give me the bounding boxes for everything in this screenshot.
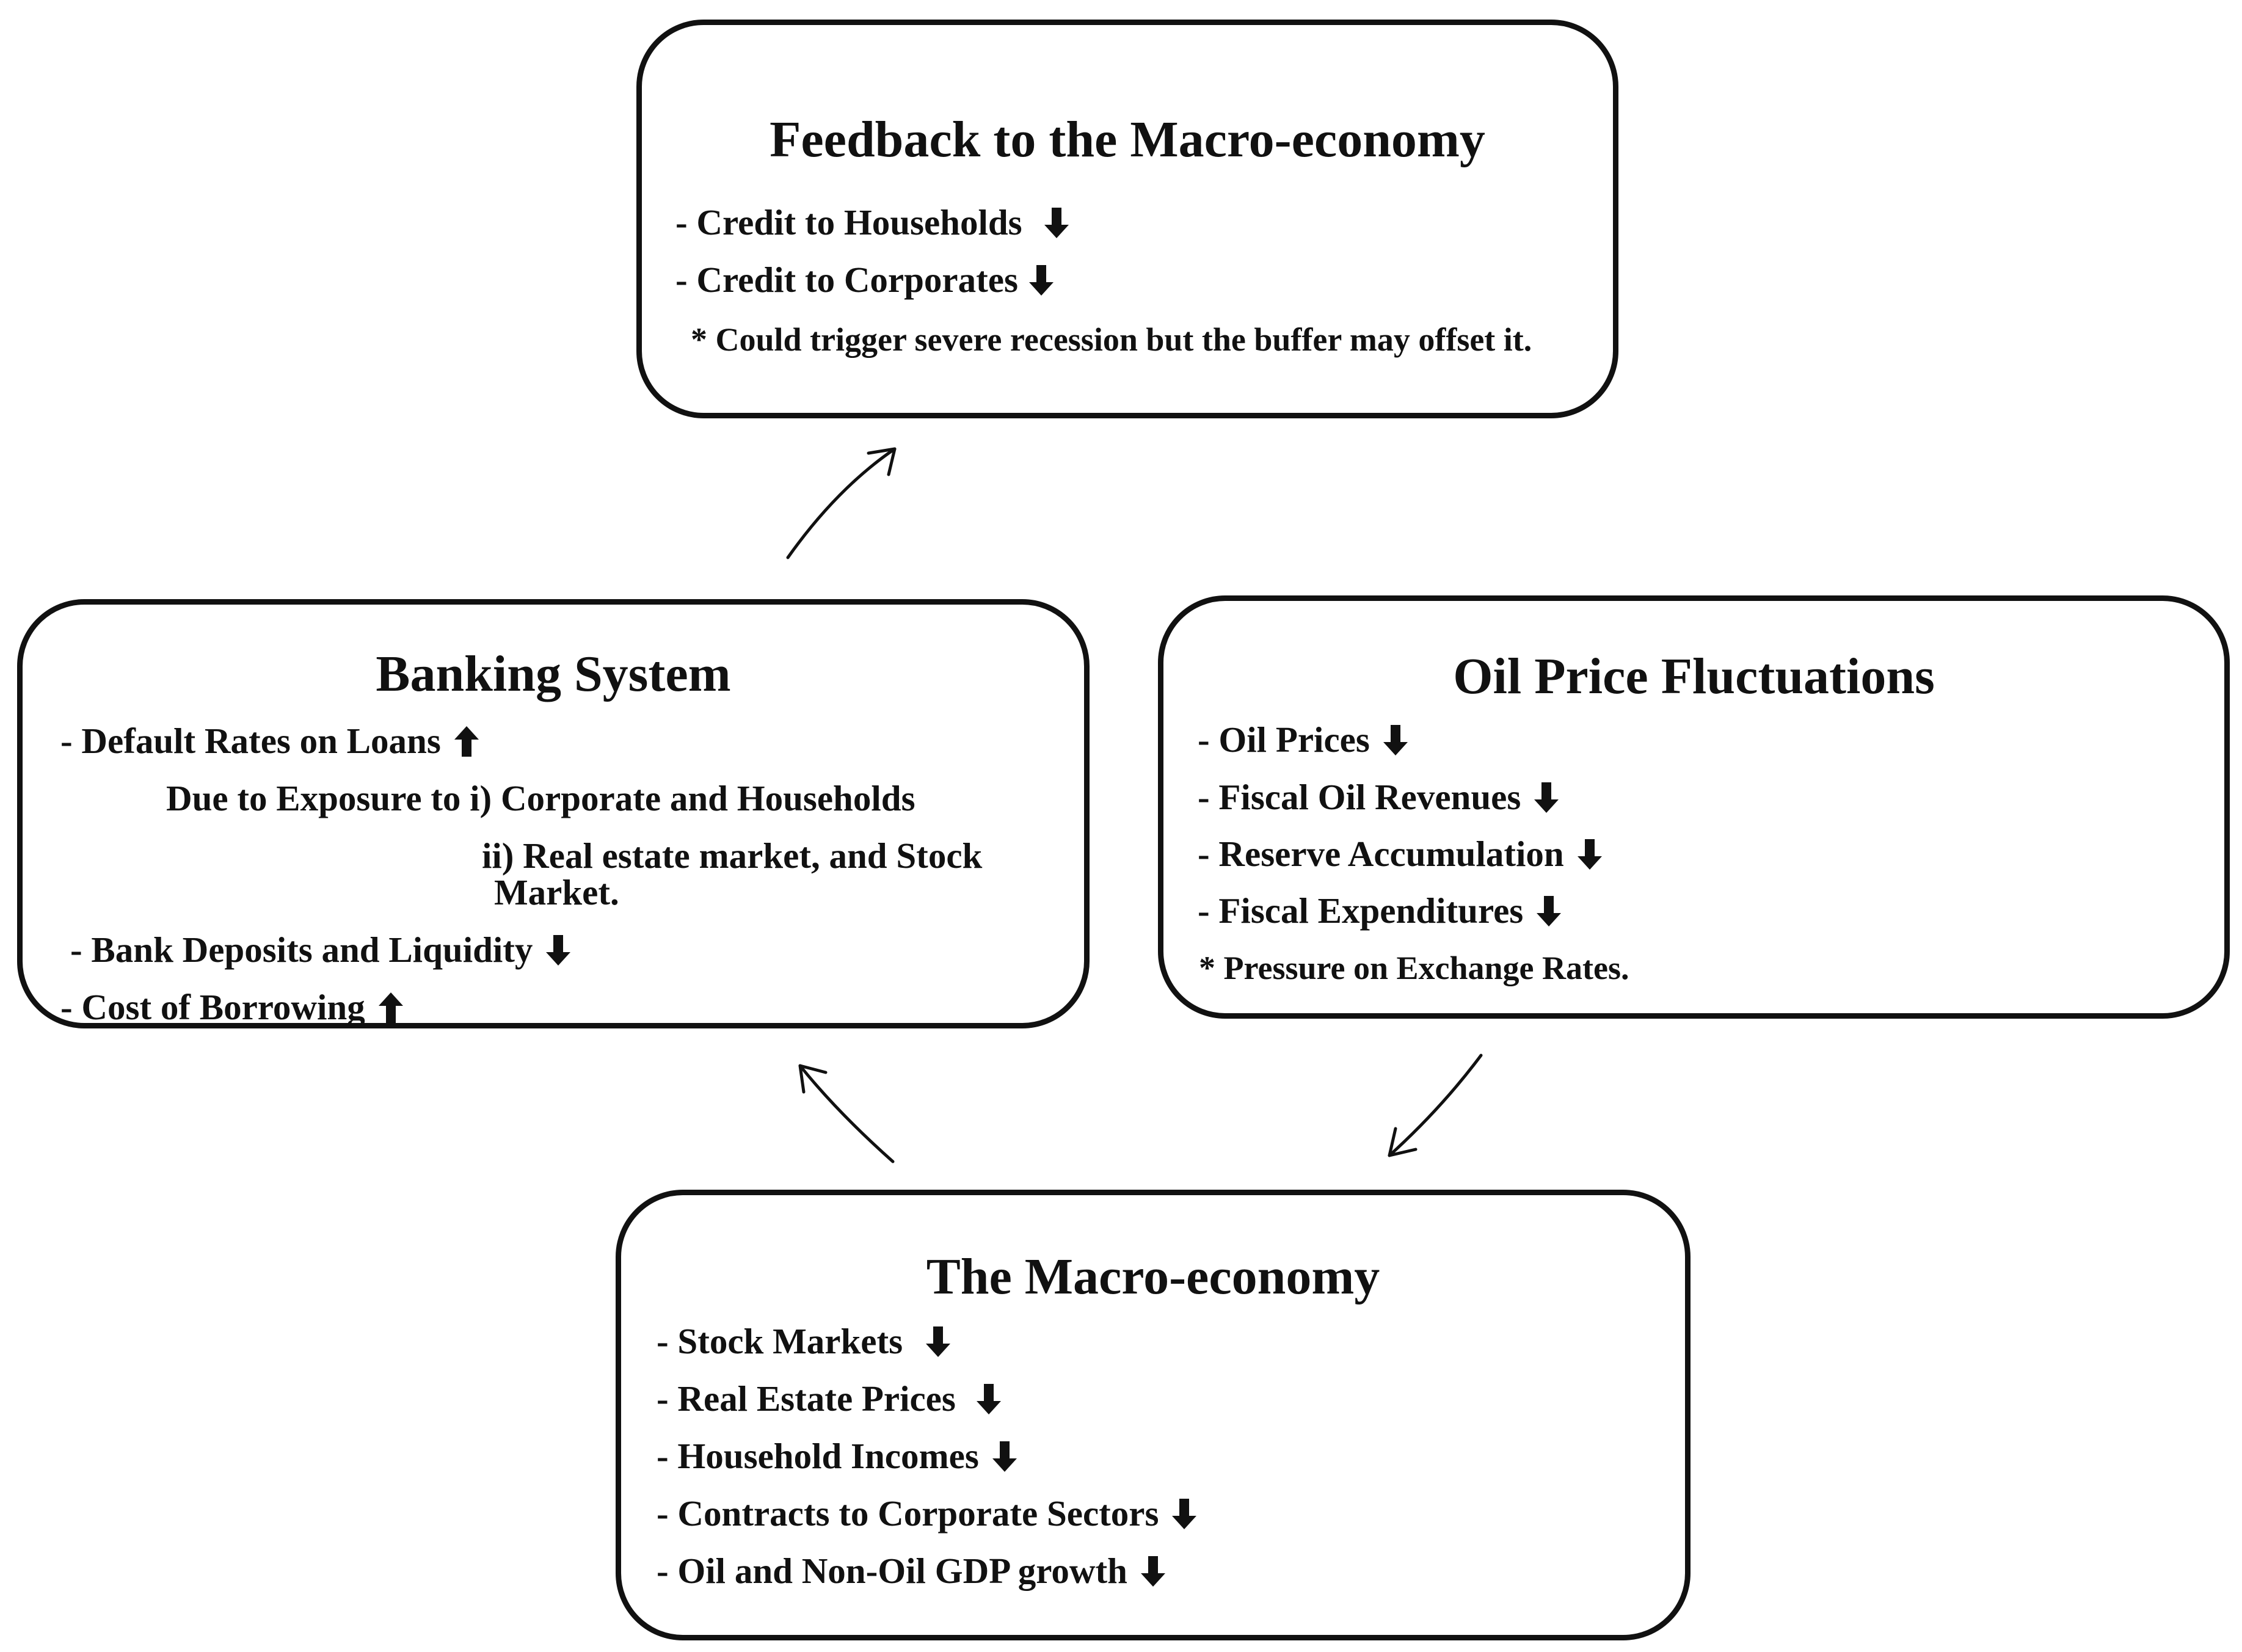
macro-item-contracts: - Contracts to Corporate Sectors <box>657 1496 1199 1532</box>
item-label: - Default Rates on Loans <box>60 721 441 761</box>
banking-item-borrowing: - Cost of Borrowing <box>60 989 406 1025</box>
down-arrow-icon <box>1534 893 1563 929</box>
feedback-item-credit-households: - Credit to Households <box>675 205 1071 241</box>
up-arrow-icon <box>452 724 481 759</box>
oil-node: Oil Price Fluctuations - Oil Prices - Fi… <box>1158 595 2230 1019</box>
item-label: - Household Incomes <box>657 1436 979 1476</box>
item-label: - Fiscal Expenditures <box>1198 890 1524 931</box>
down-arrow-icon <box>1575 837 1604 872</box>
banking-item-default-rates: - Default Rates on Loans <box>60 723 481 759</box>
banking-item-exposure-2: ii) Real estate market, and Stock <box>482 838 982 874</box>
down-arrow-icon <box>1042 205 1071 241</box>
oil-item-reserve-accumulation: - Reserve Accumulation <box>1198 836 1604 872</box>
item-label: Market. <box>494 872 619 912</box>
oil-title: Oil Price Fluctuations <box>1453 648 1935 705</box>
down-arrow-icon <box>1138 1554 1168 1589</box>
feedback-title: Feedback to the Macro-economy <box>770 111 1485 168</box>
item-label: - Fiscal Oil Revenues <box>1198 777 1521 817</box>
down-arrow-icon <box>1027 263 1056 298</box>
down-arrow-icon <box>544 933 573 968</box>
up-arrow-icon <box>376 990 406 1025</box>
item-label: ii) Real estate market, and Stock <box>482 835 983 876</box>
item-label: - Credit to Households <box>675 202 1022 242</box>
macro-title: The Macro-economy <box>926 1248 1380 1305</box>
down-arrow-icon <box>990 1439 1019 1474</box>
item-label: - Contracts to Corporate Sectors <box>657 1493 1159 1534</box>
banking-item-exposure-3: Market. <box>494 875 619 911</box>
down-arrow-icon <box>1381 722 1410 758</box>
feedback-item-credit-corporates: - Credit to Corporates <box>675 262 1056 298</box>
macro-item-real-estate: - Real Estate Prices <box>657 1381 1003 1417</box>
feedback-note: * Could trigger severe recession but the… <box>691 321 1532 358</box>
banking-title: Banking System <box>376 646 731 702</box>
oil-item-oil-prices: - Oil Prices <box>1198 722 1410 758</box>
oil-note: * Pressure on Exchange Rates. <box>1199 950 1629 986</box>
item-label: - Credit to Corporates <box>675 260 1018 300</box>
feedback-node: Feedback to the Macro-economy - Credit t… <box>636 20 1618 418</box>
oil-item-fiscal-revenues: - Fiscal Oil Revenues <box>1198 779 1561 815</box>
item-label: - Oil and Non-Oil GDP growth <box>657 1551 1127 1591</box>
oil-item-fiscal-expenditures: - Fiscal Expenditures <box>1198 893 1563 929</box>
down-arrow-icon <box>923 1324 953 1359</box>
arrow-macro-to-banking <box>798 1064 895 1163</box>
down-arrow-icon <box>1532 780 1561 815</box>
item-label: - Real Estate Prices <box>657 1378 956 1419</box>
banking-node: Banking System - Default Rates on Loans … <box>17 599 1090 1028</box>
macro-item-household-incomes: - Household Incomes <box>657 1438 1019 1474</box>
item-label: - Reserve Accumulation <box>1198 834 1564 874</box>
arrow-oil-to-macro <box>1388 1053 1483 1157</box>
item-label: - Cost of Borrowing <box>60 987 365 1027</box>
item-label: - Stock Markets <box>657 1321 903 1361</box>
banking-item-exposure-1: Due to Exposure to i) Corporate and Hous… <box>166 781 915 817</box>
macro-item-gdp-growth: - Oil and Non-Oil GDP growth <box>657 1553 1168 1589</box>
item-label: - Bank Deposits and Liquidity <box>70 930 533 970</box>
banking-item-deposits: - Bank Deposits and Liquidity <box>70 932 573 968</box>
arrow-banking-to-feedback <box>786 447 897 559</box>
down-arrow-icon <box>974 1381 1003 1417</box>
macro-item-stock-markets: - Stock Markets <box>657 1323 953 1359</box>
macro-node: The Macro-economy - Stock Markets - Real… <box>616 1190 1691 1640</box>
item-label: - Oil Prices <box>1198 719 1370 760</box>
item-label: Due to Exposure to i) Corporate and Hous… <box>166 778 915 818</box>
down-arrow-icon <box>1170 1496 1199 1532</box>
